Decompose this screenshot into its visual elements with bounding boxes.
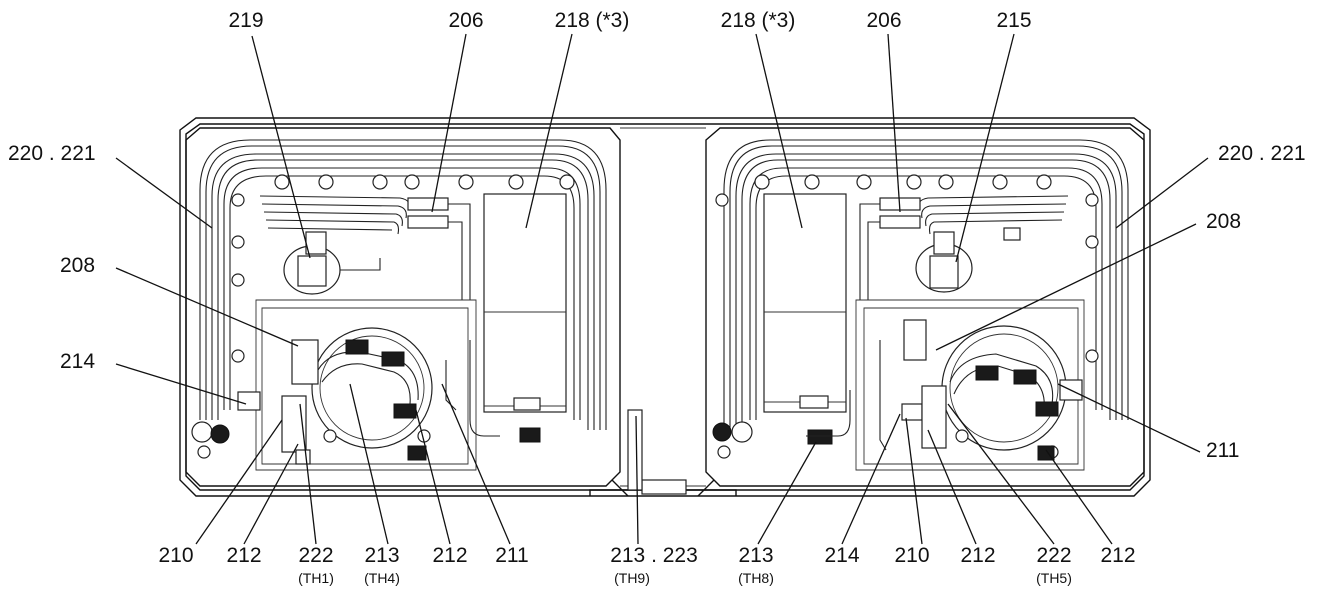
label-th9: (TH9) [614,570,650,586]
right-capacitor-box [763,193,847,445]
right-assembly [712,139,1129,471]
right-coil-bundle [859,195,1069,300]
label-212-right-b: 212 [1100,544,1135,567]
label-213-223: 213 . 223 [610,544,698,567]
label-218-right: 218 (*3) [721,9,796,32]
label-220-221-left: 220 . 221 [8,142,96,165]
part-labels: 219 206 218 (*3) 218 (*3) 206 215 220 . … [8,9,1306,586]
label-th8: (TH8) [738,570,774,586]
label-222-th1: 222 [298,544,333,567]
label-208-right: 208 [1206,210,1241,233]
label-213-th4: 213 [364,544,399,567]
label-219: 219 [228,9,263,32]
label-212-left-a: 212 [226,544,261,567]
right-compressor [941,325,1067,459]
label-211-left: 211 [495,544,528,567]
left-accumulator [283,231,381,295]
label-206-left: 206 [448,9,483,32]
label-210-right: 210 [894,544,929,567]
label-th5: (TH5) [1036,570,1072,586]
right-accumulator [915,227,1021,293]
right-service-valves [712,319,1083,461]
label-th4: (TH4) [364,570,400,586]
label-215: 215 [996,9,1031,32]
label-211-right: 211 [1206,439,1239,462]
left-compressor [311,327,433,449]
label-214-left: 214 [60,350,95,373]
label-212-left-b: 212 [432,544,467,567]
unit-chassis [179,117,1151,497]
label-206-right: 206 [866,9,901,32]
left-service-valves [191,339,500,465]
label-220-221-right: 220 . 221 [1218,142,1306,165]
left-capacitor-box [483,193,567,443]
label-213-th8: 213 [738,544,773,567]
label-214-right: 214 [824,544,859,567]
leader-lines [115,33,1209,545]
label-212-right-a: 212 [960,544,995,567]
label-th1: (TH1) [298,570,334,586]
label-208-left: 208 [60,254,95,277]
label-218-left: 218 (*3) [555,9,630,32]
label-222-th5: 222 [1036,544,1071,567]
left-assembly [191,139,607,471]
left-coil-bundle [259,195,471,300]
left-heat-exchanger-pipes [199,139,607,430]
label-210-left: 210 [158,544,193,567]
